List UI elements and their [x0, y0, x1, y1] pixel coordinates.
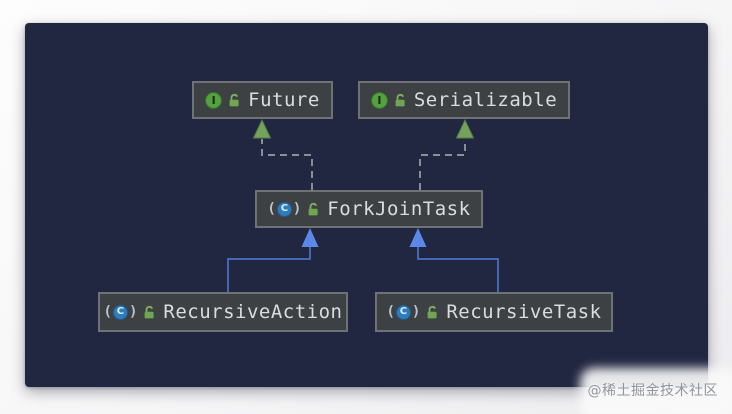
class-node-recursiveaction[interactable]: ( C ) RecursiveAction: [98, 292, 348, 332]
class-icon-letter: C: [116, 306, 125, 317]
abstract-class-paren-open: (: [386, 304, 395, 320]
abstract-class-icon: ( C ): [386, 304, 421, 320]
class-node-label: ForkJoinTask: [327, 198, 471, 220]
interface-icon-letter: I: [377, 93, 382, 107]
class-node-serializable[interactable]: I Serializable: [358, 81, 570, 119]
lock-open-icon: [308, 202, 318, 215]
interface-icon: I: [370, 91, 388, 109]
watermark-text: @稀土掘金技术社区: [587, 383, 718, 399]
abstract-class-paren-open: (: [103, 304, 112, 320]
edge-implements-forkjointask-serializable[interactable]: [419, 118, 475, 190]
abstract-class-paren-close: ): [128, 304, 138, 320]
diagram-canvas[interactable]: I Future I Serializable ( C ): [25, 23, 708, 387]
diagram-edges: [227, 118, 499, 292]
lock-open-icon: [395, 93, 405, 106]
class-node-future[interactable]: I Future: [192, 81, 333, 119]
abstract-class-paren-close: ): [292, 201, 302, 217]
class-node-label: Serializable: [413, 89, 558, 111]
class-node-label: Future: [248, 89, 320, 111]
lock-open-icon: [427, 305, 437, 318]
interface-icon-letter: I: [211, 93, 216, 107]
abstract-class-paren-open: (: [267, 201, 276, 217]
abstract-class-paren-close: ): [411, 304, 421, 320]
edge-implements-forkjointask-future[interactable]: [252, 118, 313, 190]
edge-extends-recursiveaction-forkjointask[interactable]: [227, 228, 319, 292]
class-node-label: RecursiveAction: [163, 301, 343, 323]
abstract-class-icon: ( C ): [103, 304, 138, 320]
abstract-class-icon: ( C ): [267, 201, 302, 217]
lock-open-icon: [229, 93, 239, 106]
class-icon-letter: C: [399, 306, 408, 317]
class-node-forkjointask[interactable]: ( C ) ForkJoinTask: [255, 190, 483, 228]
edge-extends-recursivetask-forkjointask[interactable]: [409, 228, 499, 292]
interface-icon: I: [205, 91, 223, 109]
class-icon-letter: C: [280, 203, 289, 214]
watermark-backdrop: [580, 368, 732, 414]
lock-open-icon: [144, 305, 154, 318]
class-node-label: RecursiveTask: [446, 301, 602, 323]
class-node-recursivetask[interactable]: ( C ) RecursiveTask: [375, 292, 613, 332]
